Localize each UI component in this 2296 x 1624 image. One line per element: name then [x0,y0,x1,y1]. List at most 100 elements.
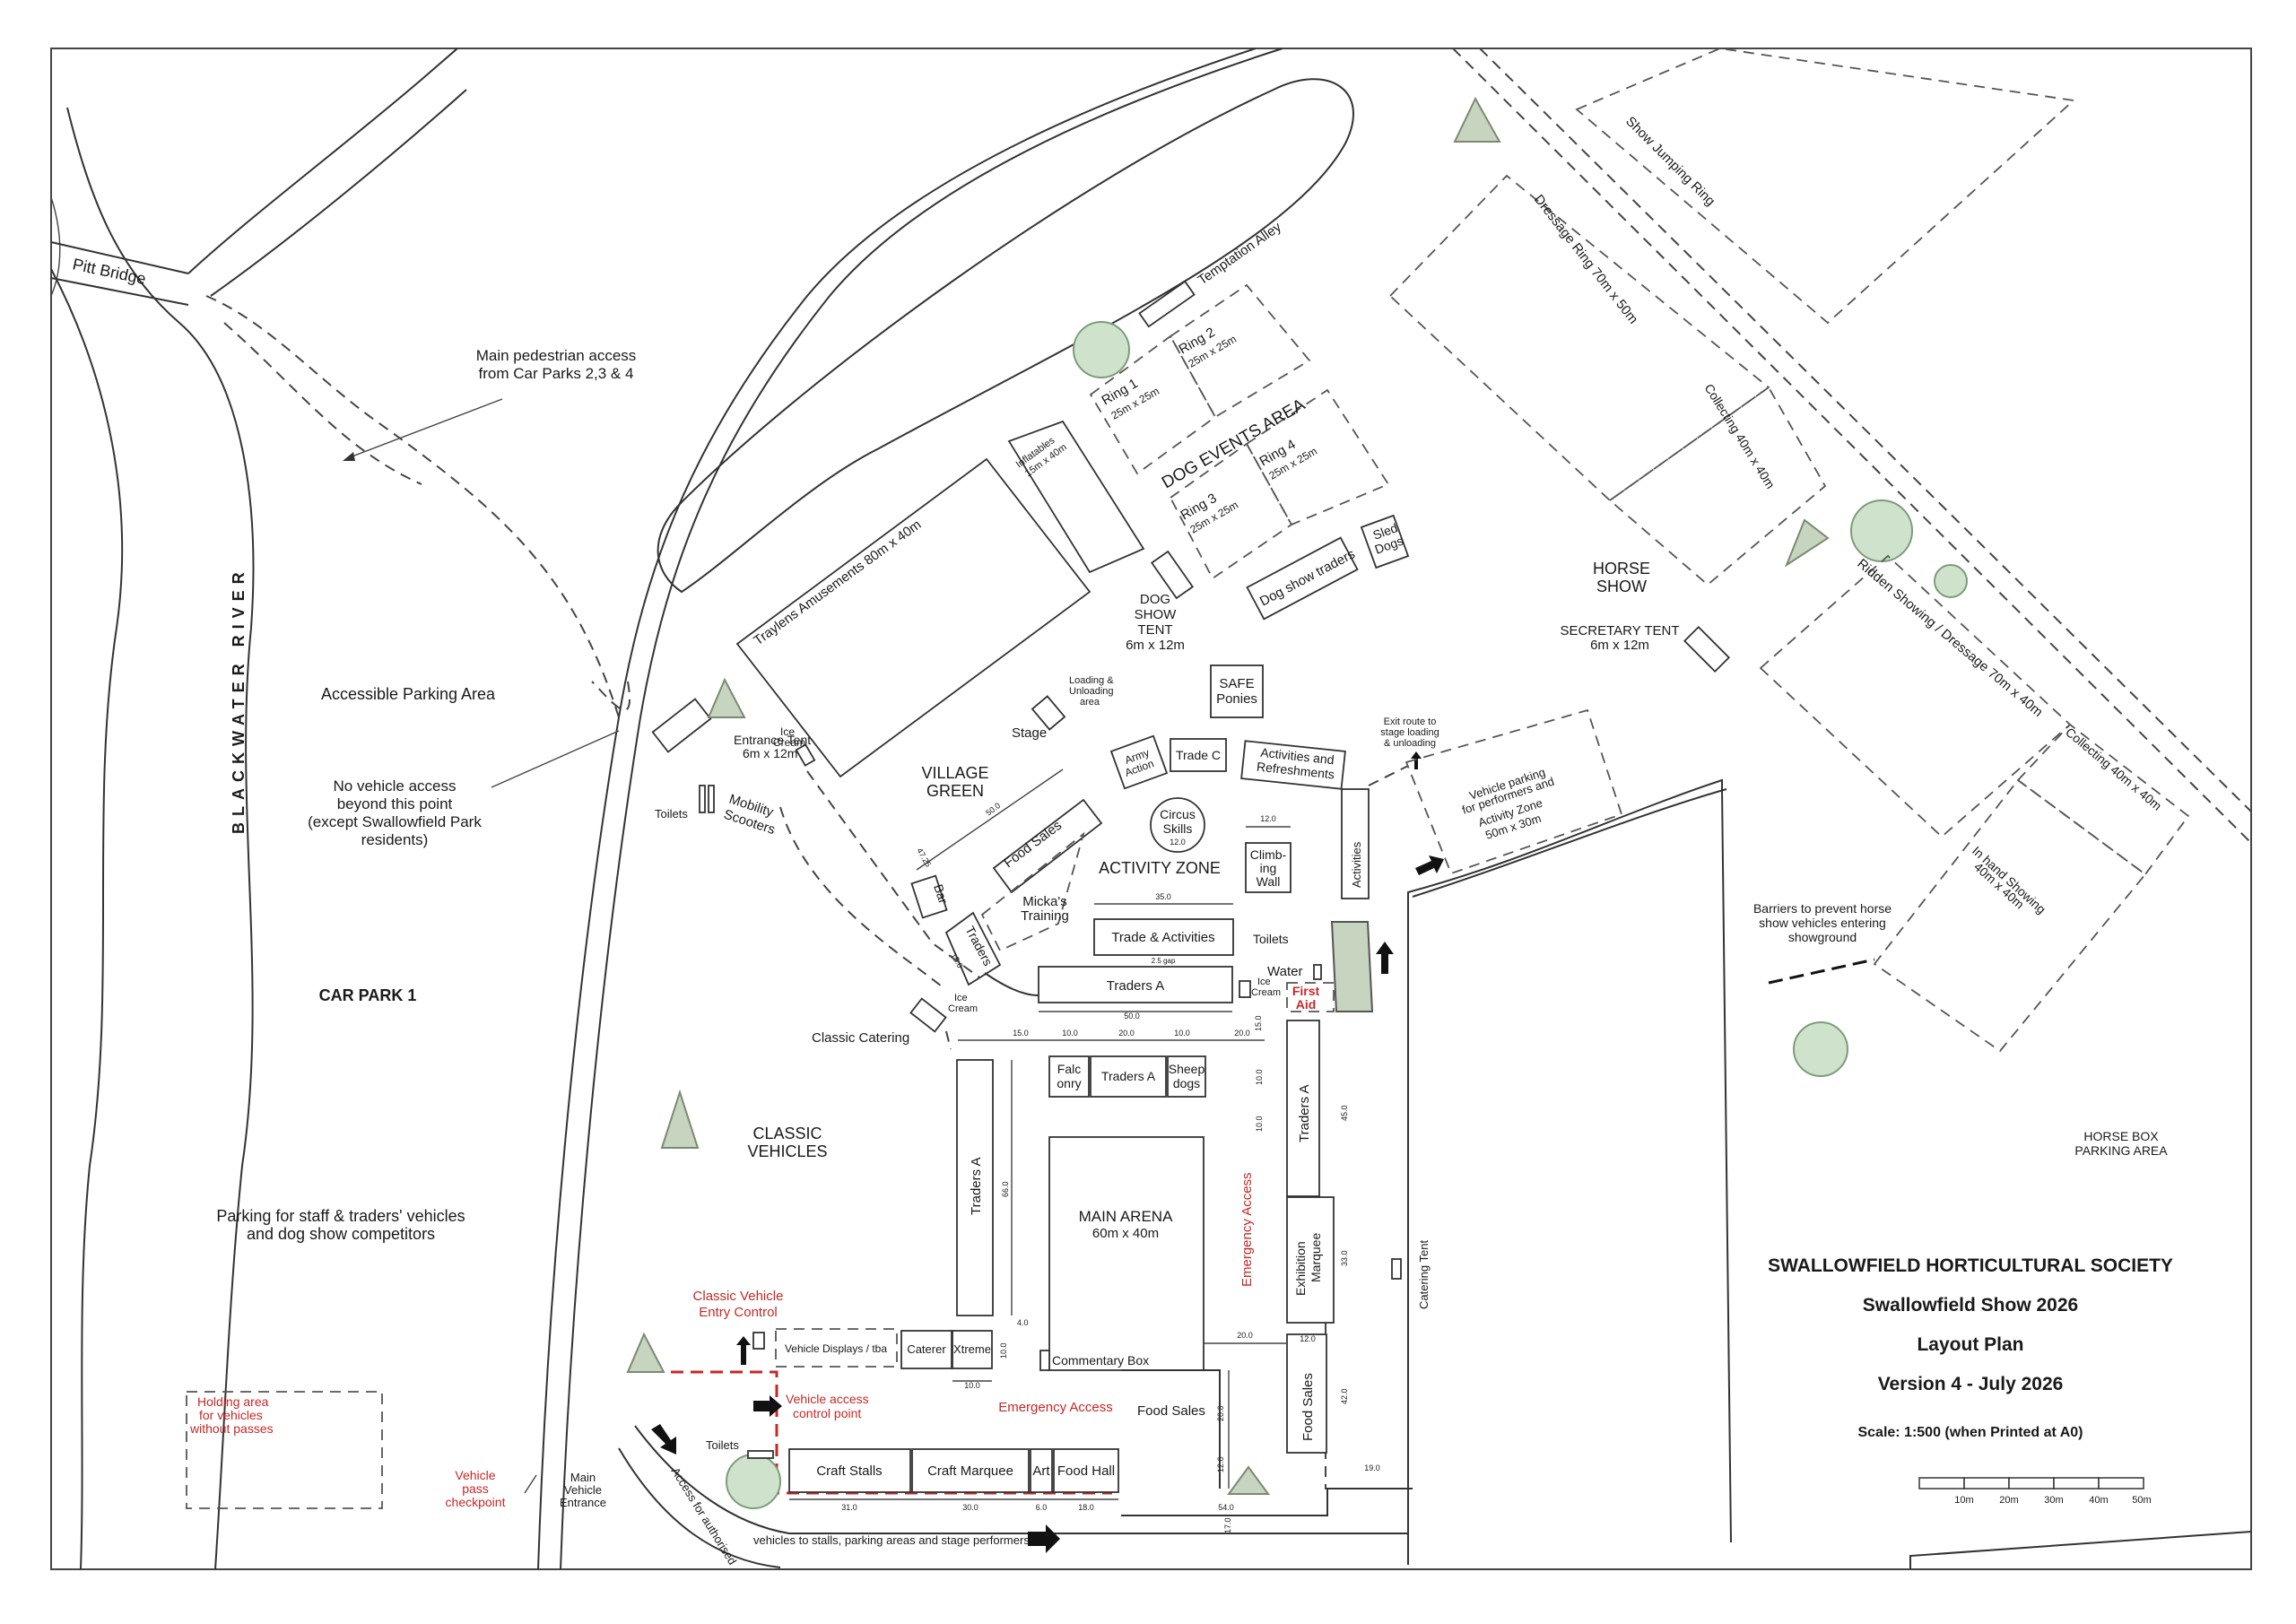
dog-show-tent [1150,550,1195,600]
catering-path [945,1030,952,1050]
food-sales-right-label: Food Sales [1300,1373,1316,1441]
dim-47: 47.25 [915,847,933,869]
exit-route-label-2: stage loading [1380,727,1439,738]
trade-c-label: Trade C [1176,748,1221,762]
no-vehicle-label-2: beyond this point [337,795,453,812]
road-north-west [187,48,458,274]
exhibition-marquee [1286,1196,1335,1324]
service-road-lower [618,1447,781,1568]
dim-row-10b: 10.0 [1174,1029,1190,1038]
traders-village [944,911,1002,986]
secretary-label-1: SECRETARY TENT [1560,623,1679,638]
show-jumping-ring [1575,48,2076,325]
sheepdogs-label-1: Sheep [1169,1062,1205,1076]
safe-ponies [1210,664,1264,718]
toilets-entrance-1 [699,785,706,813]
pedestrian-path-2 [223,322,422,485]
tree-classic [660,1089,700,1149]
activities-refreshments [1240,740,1346,790]
dog-tent-label-2: SHOW [1135,607,1178,622]
dim-row-15: 15.0 [1013,1029,1029,1038]
caterer-label: Caterer [907,1342,946,1356]
dim-10-xtreme-side: 10.0 [999,1342,1008,1359]
safe-ponies-label-2: Ponies [1216,691,1257,707]
secretary-label-2: 6m x 12m [1590,638,1649,653]
pass-checkpoint-label-3: checkpoint [446,1495,506,1509]
amusements-track [657,78,1354,594]
collecting-ring-2 [2016,723,2190,876]
dog-tent-label-3: TENT [1137,622,1172,638]
dim-15-side: 15.0 [1254,1015,1263,1031]
climbing-wall [1245,842,1292,893]
holding-label-2: for vehicles [199,1408,263,1422]
pitt-bridge-label: Pitt Bridge [71,255,147,288]
in-hand-showing-ring [1873,778,2147,1053]
vehicle-access-label-2: control point [793,1406,861,1420]
dim-35: 35.0 [1155,892,1171,901]
road-north-west-2 [210,89,467,297]
food-hall [1053,1448,1119,1493]
food-hall-label: Food Hall [1057,1463,1115,1479]
arrow-up-activity [1376,942,1394,974]
exit-route-label-1: Exit route to [1384,716,1437,727]
food-sales-right [1286,1333,1327,1454]
commentary-box [1039,1350,1050,1371]
access-arrow-right [1028,1524,1060,1553]
classic-vehicles-label-1: CLASSIC [752,1125,822,1142]
holding-area [186,1391,383,1509]
scale-tick-10: 10m [1954,1495,1973,1506]
sheepdogs-label-2: dogs [1173,1076,1200,1090]
water-label: Water [1267,964,1302,979]
tree-classic-entry [626,1332,665,1373]
dim-31: 31.0 [841,1503,857,1512]
bar-label: Bar [931,882,951,906]
barriers-label-3: showground [1788,930,1857,944]
pass-checkpoint-arrow [524,1474,537,1494]
secretary-tent [1683,625,1731,673]
inflatables-area [1007,420,1145,574]
toilets-activity-label: Toilets [1253,932,1289,946]
classic-entry-route [671,1370,1112,1495]
path-village-2 [779,806,943,987]
falconry-label-1: Falc [1057,1062,1081,1076]
dressage-ring [1388,174,1770,502]
traders-a-upper [1038,966,1233,1003]
village-green-label-2: GREEN [926,782,984,800]
dim-50-traders: 50.0 [1124,1012,1140,1020]
first-aid-label-2: Aid [1296,997,1317,1012]
craft-stalls [788,1448,911,1493]
village-green-label-1: VILLAGE [921,764,988,782]
dim-row-10a: 10.0 [1062,1029,1078,1038]
catering-tent-label: Catering Tent [1417,1240,1431,1309]
entrance-tent [651,698,712,753]
ice-cream-label-2b: Cream [1251,987,1281,998]
horse-field-edge [1721,788,1732,1543]
entrance-tent-label-1: Entrance Tent [734,733,811,747]
title-scale: Scale: 1:500 (when Printed at A0) [1857,1425,2083,1440]
staff-parking-label-1: Parking for staff & traders' vehicles [216,1207,465,1225]
activities-label: Activities [1350,841,1363,888]
scale-tick-40: 40m [2089,1495,2108,1506]
title-block: SWALLOWFIELD HORTICULTURAL SOCIETY Swall… [1768,1255,2173,1506]
craft-marquee-label: Craft Marquee [927,1463,1013,1479]
catering-tent [1391,1258,1402,1280]
dim-19: 19.0 [1364,1463,1380,1472]
arrow-parking [1415,855,1444,875]
traders-a-connector [984,972,1039,996]
vehicle-displays [775,1328,898,1368]
toilets-entrance-label: Toilets [655,807,688,821]
stage-label: Stage [1012,725,1047,741]
field-boundary-east [1412,788,1727,898]
traders-a-right [1286,1020,1320,1197]
ice-cream-label-1b: Cream [773,736,805,749]
craft-area-boundary [1121,1488,1413,1516]
pass-checkpoint-label-1: Vehicle [455,1468,495,1482]
no-vehicle-label-1: No vehicle access [333,777,456,795]
horse-boundary-line-1 [1452,48,2252,844]
exit-route-label-3: & unloading [1384,738,1436,749]
entrance-tent-label-2: 6m x 12m [743,746,797,760]
horse-box-label-1: HORSE BOX [2083,1129,2159,1143]
falconry-label-2: onry [1057,1076,1081,1090]
collecting-1-label: Collecting 40m x 40m [1701,381,1778,491]
service-road-upper [634,1425,1408,1534]
